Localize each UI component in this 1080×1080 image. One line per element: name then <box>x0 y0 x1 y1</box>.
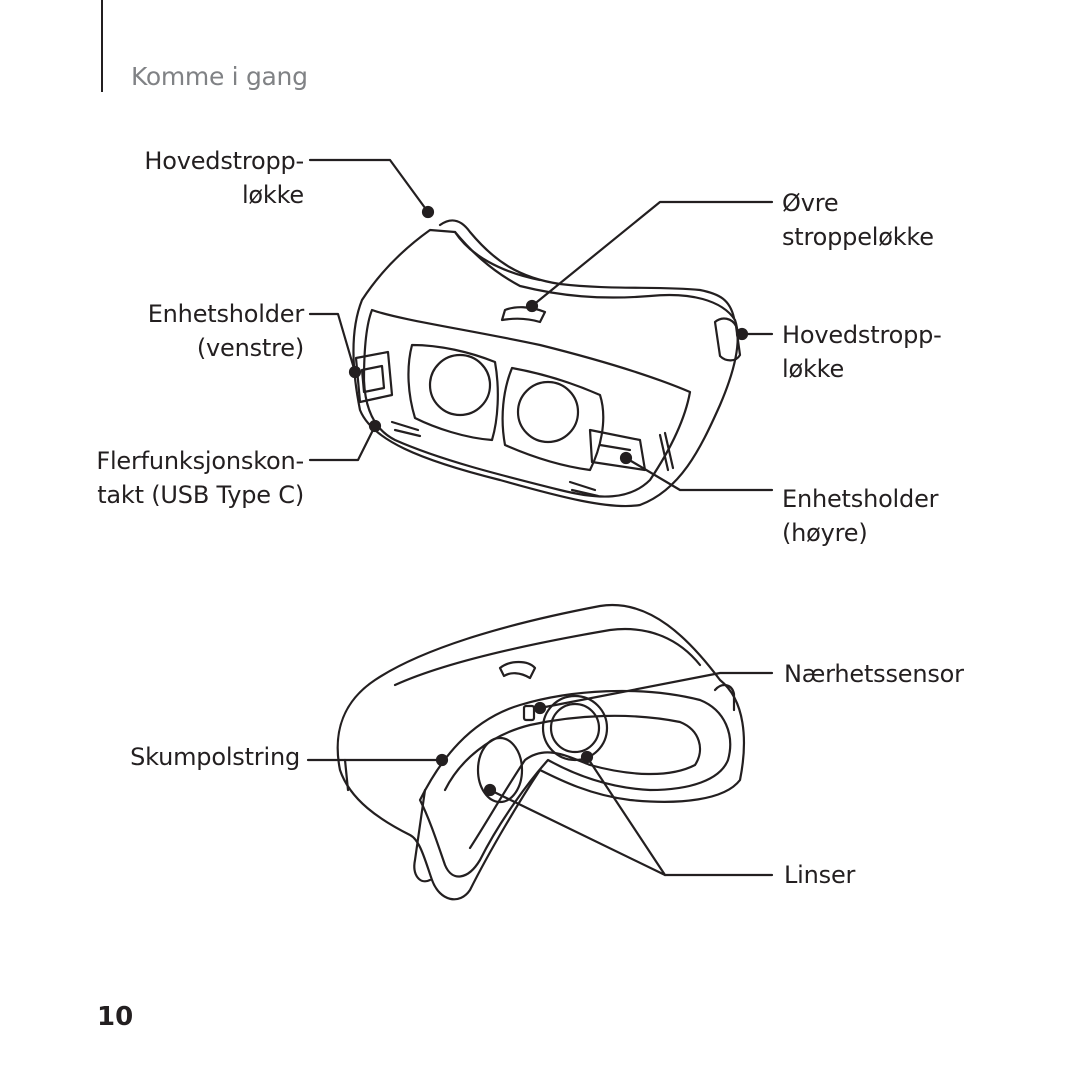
label-device-holder-right: Enhetsholder (høyre) <box>782 485 939 547</box>
label-foam-cushion: Skumpolstring <box>130 743 300 771</box>
headset-rear-illustration <box>336 603 745 901</box>
label-usb-connector: Flerfunksjonskon- takt (USB Type C) <box>96 447 304 509</box>
leader-lines-top <box>308 158 774 492</box>
margin-rule <box>101 0 103 92</box>
headset-front-illustration <box>352 219 742 508</box>
label-head-strap-loop-left: Hovedstropp- løkke <box>144 147 304 209</box>
section-title: Komme i gang <box>131 62 308 91</box>
label-device-holder-left: Enhetsholder (venstre) <box>147 300 304 362</box>
label-lenses: Linser <box>784 861 856 889</box>
label-head-strap-loop-right: Hovedstropp- løkke <box>782 321 942 383</box>
leader-lines-bottom <box>306 671 774 877</box>
page-number: 10 <box>97 1002 134 1032</box>
label-proximity-sensor: Nærhetssensor <box>784 660 964 688</box>
label-upper-strap-loop: Øvre stroppeløkke <box>782 189 934 251</box>
